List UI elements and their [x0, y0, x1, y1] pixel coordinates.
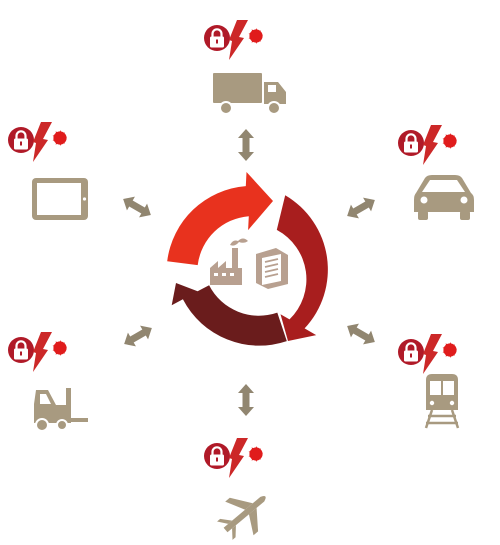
arrow-train: [343, 319, 379, 349]
plane-icon: [217, 496, 266, 540]
security-badge-tablet: [6, 120, 69, 164]
lifecycle-cycle: [167, 172, 328, 346]
security-badge-car: [396, 123, 459, 167]
security-badge-truck: [202, 18, 265, 62]
cycle-arrow-red: [167, 172, 273, 266]
truck-icon: [213, 73, 286, 115]
car-icon: [414, 175, 474, 220]
arrow-forklift: [120, 321, 156, 351]
forklift-icon: [34, 388, 88, 432]
security-badge-plane: [202, 436, 265, 480]
document-icon: [256, 248, 288, 289]
cycle-arrow-dark: [171, 283, 287, 346]
arrow-truck: [238, 129, 254, 161]
tablet-icon: [32, 178, 88, 220]
arrow-plane: [238, 384, 254, 416]
security-badge-forklift: [6, 330, 69, 374]
arrow-tablet: [119, 192, 155, 222]
cycle-arrow-crimson: [276, 195, 328, 341]
factory-icon: [210, 238, 248, 285]
connector-arrows: [119, 129, 379, 416]
security-badge-train: [396, 332, 459, 376]
arrow-car: [343, 193, 379, 223]
train-icon: [424, 374, 460, 429]
